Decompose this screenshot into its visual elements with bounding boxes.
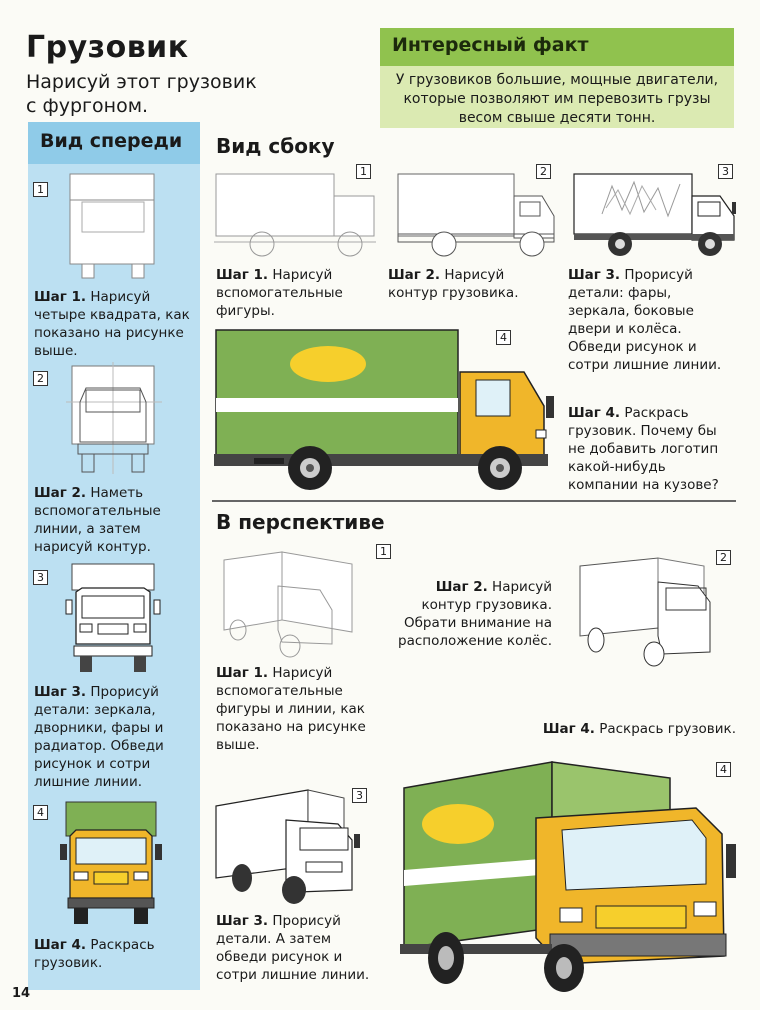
front-step-4-drawing [60,801,162,924]
perspective-step-3-label: Шаг 3. [216,913,269,929]
perspective-step-2-label: Шаг 2. [435,579,488,595]
side-step-3-desc: Прорисуй детали: фары, зеркала, боковые … [568,267,722,373]
side-step-2-desc: Нарисуй контур грузовика. [388,267,519,301]
front-step-1-drawing [69,173,155,279]
perspective-step-1-text: Шаг 1. Нарисуй вспомогательные фигуры и … [216,664,376,754]
front-step-3-drawing [65,563,161,672]
front-step-4-number: 4 [33,805,48,820]
side-step-4-label: Шаг 4. [568,405,621,421]
perspective-step-4-desc: Раскрась грузовик. [599,721,736,737]
perspective-step-3-text: Шаг 3. Прорисуй детали. А затем обведи р… [216,912,376,984]
side-step-3-drawing [573,173,736,256]
perspective-step-3-drawing [215,789,360,904]
perspective-step-4-drawing [400,761,736,992]
side-step-3-text: Шаг 3. Прорисуй детали: фары, зеркала, б… [568,266,736,374]
perspective-heading: В перспективе [216,510,385,534]
fact-text: У грузовиков большие, мощные двигатели, … [395,72,719,126]
perspective-step-3-desc: Прорисуй детали. А затем обведи рисунок … [216,913,370,983]
front-step-2-text: Шаг 2. Наметь вспомогательные линии, а з… [34,484,194,556]
side-step-1-number: 1 [356,164,371,179]
perspective-step-4-label: Шаг 4. [542,721,595,737]
side-step-2-drawing [397,173,555,257]
perspective-step-3-number: 3 [352,788,367,803]
side-step-2-label: Шаг 2. [388,267,441,283]
section-divider [212,500,736,502]
front-step-4-desc: Раскрась грузовик. [34,937,155,971]
front-step-4-text: Шаг 4. Раскрась грузовик. [34,936,194,972]
perspective-step-2-number: 2 [716,550,731,565]
front-step-2-drawing [66,362,162,474]
perspective-step-1-label: Шаг 1. [216,665,269,681]
front-step-2-number: 2 [33,371,48,386]
perspective-step-1-desc: Нарисуй вспомогательные фигуры и линии, … [216,665,366,753]
side-step-2-number: 2 [536,164,551,179]
perspective-step-1-number: 1 [376,544,391,559]
side-step-4-text: Шаг 4. Раскрась грузовик. Почему бы не д… [568,404,736,494]
front-step-1-text: Шаг 1. Нарисуй четыре квадрата, как пока… [34,288,194,360]
front-step-4-label: Шаг 4. [34,937,87,953]
fact-header: Интересный факт [380,28,734,66]
side-step-4-desc: Раскрась грузовик. Почему бы не добавить… [568,405,719,493]
perspective-step-2-text: Шаг 2. Нарисуй контур грузовика. Обрати … [388,578,552,650]
page-number: 14 [12,986,31,1001]
side-step-3-label: Шаг 3. [568,267,621,283]
front-view-heading: Вид спереди [40,130,183,152]
perspective-step-4-number: 4 [716,762,731,777]
front-step-3-label: Шаг 3. [34,684,87,700]
side-step-4-drawing [214,329,554,490]
perspective-step-2-drawing [579,557,711,667]
side-step-1-drawing [214,173,376,257]
front-step-2-label: Шаг 2. [34,485,87,501]
front-view-header: Вид спереди [28,122,200,164]
side-step-1-label: Шаг 1. [216,267,269,283]
perspective-step-1-drawing [223,551,353,658]
front-step-1-number: 1 [33,182,48,197]
fact-box: Интересный факт У грузовиков большие, мо… [380,28,734,128]
front-step-3-text: Шаг 3. Прорисуй детали: зеркала, дворник… [34,683,194,791]
side-step-3-number: 3 [718,164,733,179]
front-step-3-desc: Прорисуй детали: зеркала, дворники, фары… [34,684,164,790]
perspective-step-2-desc: Нарисуй контур грузовика. Обрати внимани… [398,579,552,649]
front-step-2-desc: Наметь вспомогательные линии, а затем на… [34,485,161,555]
page-subtitle: Нарисуй этот грузовик с фургоном. [26,71,257,117]
front-step-1-label: Шаг 1. [34,289,87,305]
side-step-1-desc: Нарисуй вспомогательные фигуры. [216,267,343,319]
side-step-4-number: 4 [496,330,511,345]
perspective-step-4-text: Шаг 4. Раскрась грузовик. [530,720,736,738]
side-step-2-text: Шаг 2. Нарисуй контур грузовика. [388,266,556,302]
side-view-heading: Вид сбоку [216,134,335,158]
front-step-1-desc: Нарисуй четыре квадрата, как показано на… [34,289,190,359]
front-step-3-number: 3 [33,570,48,585]
side-step-1-text: Шаг 1. Нарисуй вспомогательные фигуры. [216,266,376,320]
fact-heading: Интересный факт [392,34,589,56]
page-title: Грузовик [26,30,189,65]
